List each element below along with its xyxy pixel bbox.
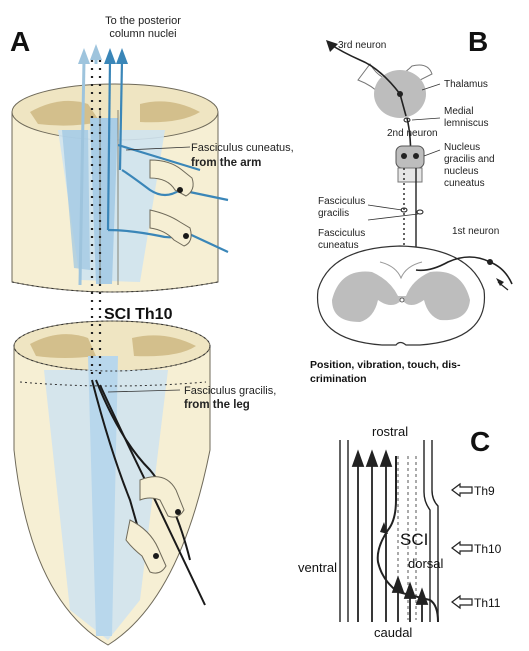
interrupted-tracts xyxy=(393,578,427,622)
level-arrows xyxy=(452,484,472,608)
ventral-label: ventral xyxy=(298,560,337,575)
dorsal-label: dorsal xyxy=(408,556,443,571)
rostral-label: rostral xyxy=(372,424,408,439)
level-th9: Th9 xyxy=(474,484,495,498)
level-th10: Th10 xyxy=(474,542,501,556)
ascending-tracts xyxy=(353,452,391,622)
sci-label: SCI xyxy=(400,530,428,550)
caudal-label: caudal xyxy=(374,625,412,640)
level-th11: Th11 xyxy=(474,596,500,610)
